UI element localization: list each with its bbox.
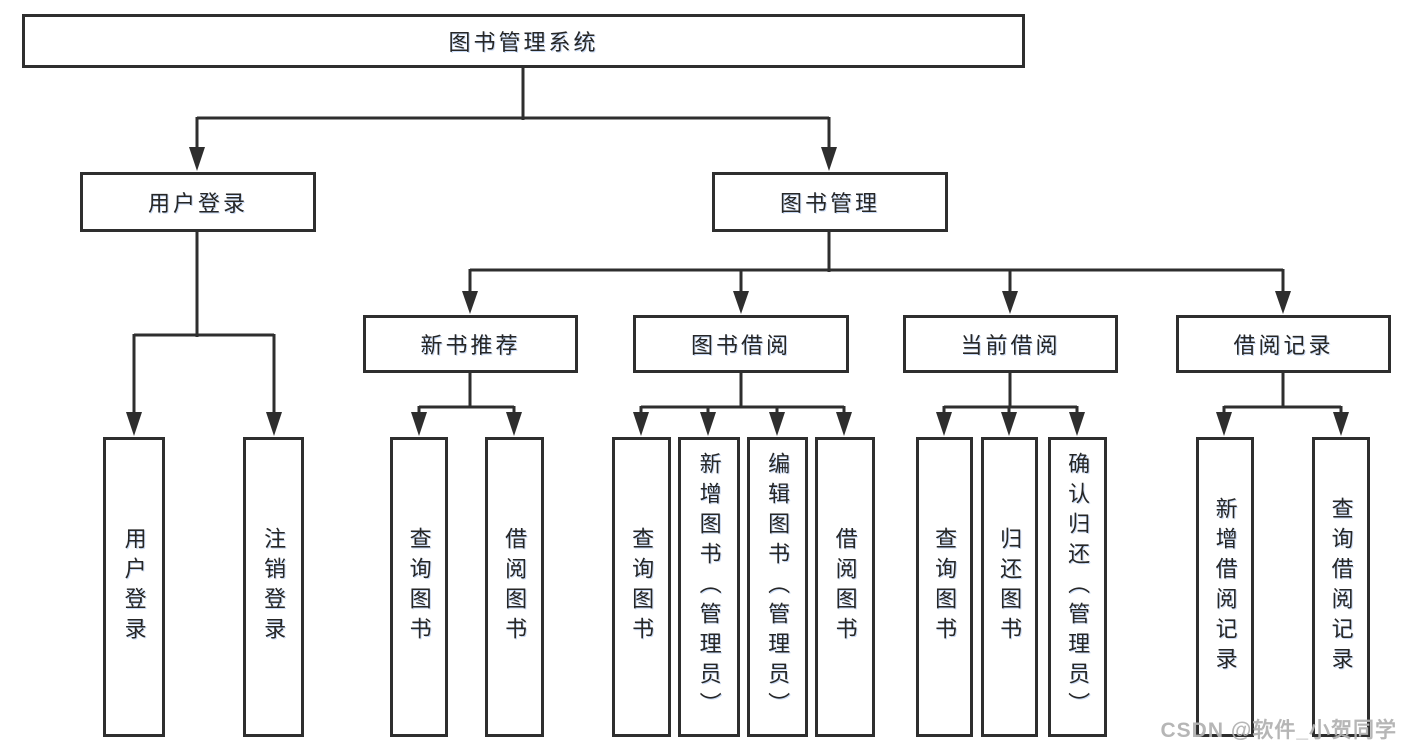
leaf-borrow-books-recommend: 借阅图书 [485, 437, 544, 737]
node-book-management: 图书管理 [712, 172, 948, 232]
node-label: 图书管理 [779, 191, 880, 216]
node-label: 借阅图书 [502, 527, 528, 647]
node-library-management-system: 图书管理系统 [22, 14, 1025, 68]
node-label: 新书推荐 [420, 333, 521, 358]
node-label: 归还图书 [997, 527, 1023, 647]
leaf-borrow-books: 借阅图书 [815, 437, 875, 737]
node-user-login: 用户登录 [80, 172, 316, 232]
node-borrow-records: 借阅记录 [1176, 315, 1391, 373]
node-label: 编辑图书（管理员） [765, 452, 791, 722]
node-new-book-recommend: 新书推荐 [363, 315, 578, 373]
node-label: 借阅记录 [1233, 333, 1334, 358]
leaf-confirm-return-admin: 确认归还（管理员） [1048, 437, 1107, 737]
leaf-add-book-admin: 新增图书（管理员） [678, 437, 740, 737]
node-label: 图书借阅 [690, 333, 791, 358]
leaf-return-book: 归还图书 [981, 437, 1038, 737]
leaf-query-books-current: 查询图书 [916, 437, 973, 737]
csdn-watermark: CSDN @软件_小贺同学 [1160, 719, 1397, 742]
node-book-borrow: 图书借阅 [633, 315, 849, 373]
node-label: 查询借阅记录 [1328, 497, 1354, 677]
node-label: 新增图书（管理员） [696, 452, 722, 722]
node-label: 用户登录 [121, 527, 147, 647]
leaf-edit-book-admin: 编辑图书（管理员） [747, 437, 808, 737]
node-label: 注销登录 [261, 527, 287, 647]
node-label: 图书管理系统 [448, 30, 599, 55]
node-label: 当前借阅 [960, 333, 1061, 358]
leaf-add-borrow-record: 新增借阅记录 [1196, 437, 1254, 737]
node-label: 查询图书 [932, 527, 958, 647]
node-label: 查询图书 [629, 527, 655, 647]
node-label: 确认归还（管理员） [1065, 452, 1091, 722]
leaf-query-books-recommend: 查询图书 [390, 437, 448, 737]
node-label: 查询图书 [406, 527, 432, 647]
leaf-user-login: 用户登录 [103, 437, 165, 737]
leaf-logout: 注销登录 [243, 437, 304, 737]
node-label: 借阅图书 [832, 527, 858, 647]
node-label: 新增借阅记录 [1212, 497, 1238, 677]
node-current-borrow: 当前借阅 [903, 315, 1118, 373]
node-label: 用户登录 [147, 191, 248, 216]
leaf-query-books-borrow: 查询图书 [612, 437, 671, 737]
leaf-query-borrow-record: 查询借阅记录 [1312, 437, 1370, 737]
